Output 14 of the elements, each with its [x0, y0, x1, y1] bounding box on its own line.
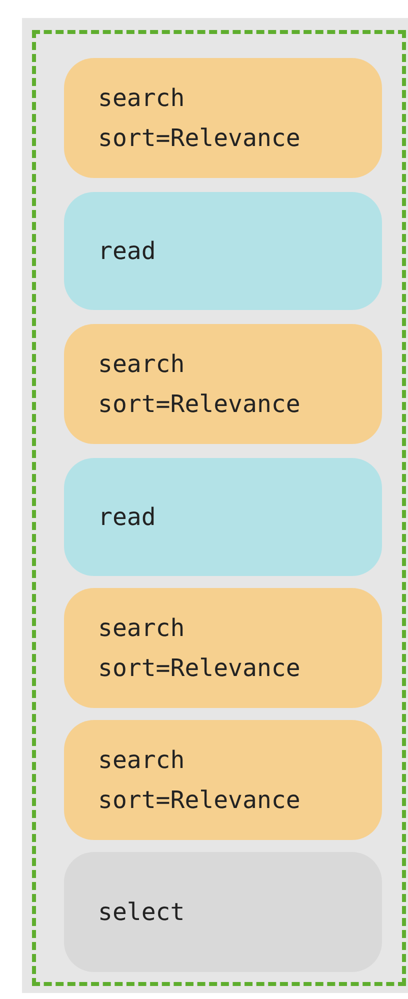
step-label: search sort=Relevance	[98, 745, 302, 816]
step-box	[64, 720, 382, 840]
step-box	[64, 192, 382, 310]
step-label: search sort=Relevance	[98, 613, 302, 684]
step-label: search sort=Relevance	[98, 349, 302, 420]
step-box	[64, 588, 382, 708]
step-label: select	[98, 897, 185, 928]
step-box	[64, 58, 382, 178]
step-label: read	[98, 502, 156, 533]
step-label: search sort=Relevance	[98, 83, 302, 154]
step-label: read	[98, 236, 156, 267]
step-box	[64, 458, 382, 576]
dashed-group-frame	[32, 30, 406, 986]
step-box	[64, 324, 382, 444]
